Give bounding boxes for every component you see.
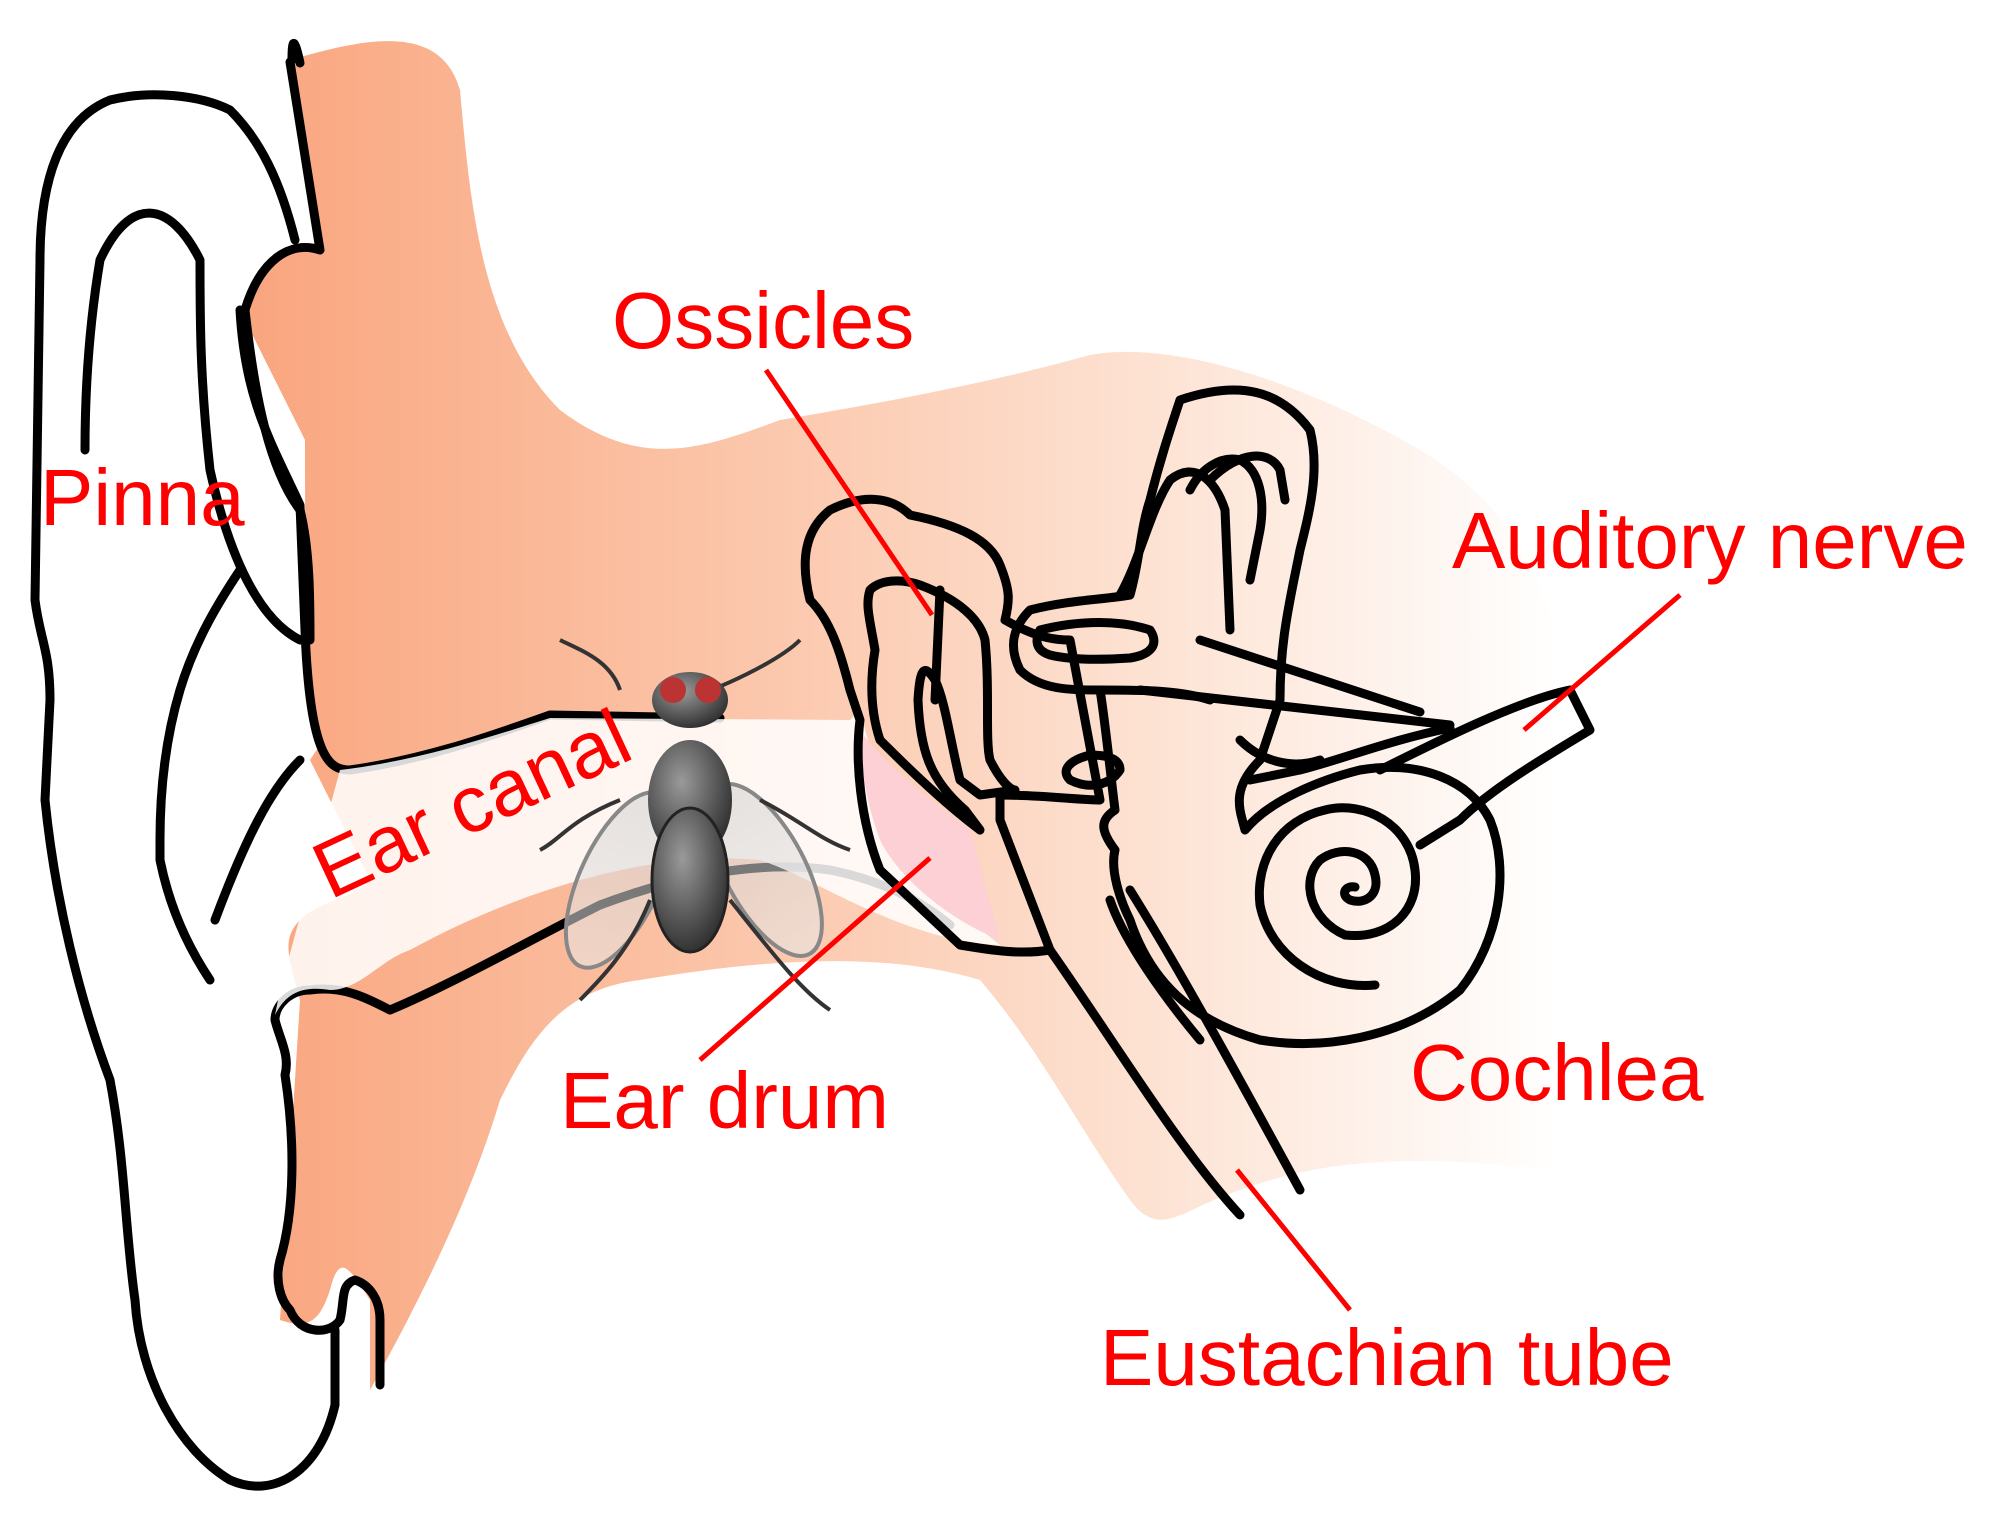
eustachian-tube-leader [1235, 1168, 1352, 1312]
ossicles [800, 494, 1105, 957]
fly-icon [539, 638, 851, 1012]
head-tissue [240, 41, 1560, 1391]
ossicles-leader [763, 368, 935, 617]
auditory-nerve-leader [1522, 593, 1682, 732]
ear-drum-label: Ear drum [560, 1056, 889, 1145]
ossicles-label: Ossicles [612, 276, 914, 365]
pinna-label: Pinna [40, 453, 245, 542]
auditory-nerve-label: Auditory nerve [1452, 496, 1968, 585]
ear-drum [860, 730, 1000, 940]
ear-drum-leader [698, 856, 932, 1062]
eustachian-tube [1045, 885, 1305, 1220]
eustachian-tube-label: Eustachian tube [1100, 1313, 1674, 1402]
cochlea-label: Cochlea [1410, 1028, 1704, 1117]
leader-lines [698, 368, 1682, 1312]
